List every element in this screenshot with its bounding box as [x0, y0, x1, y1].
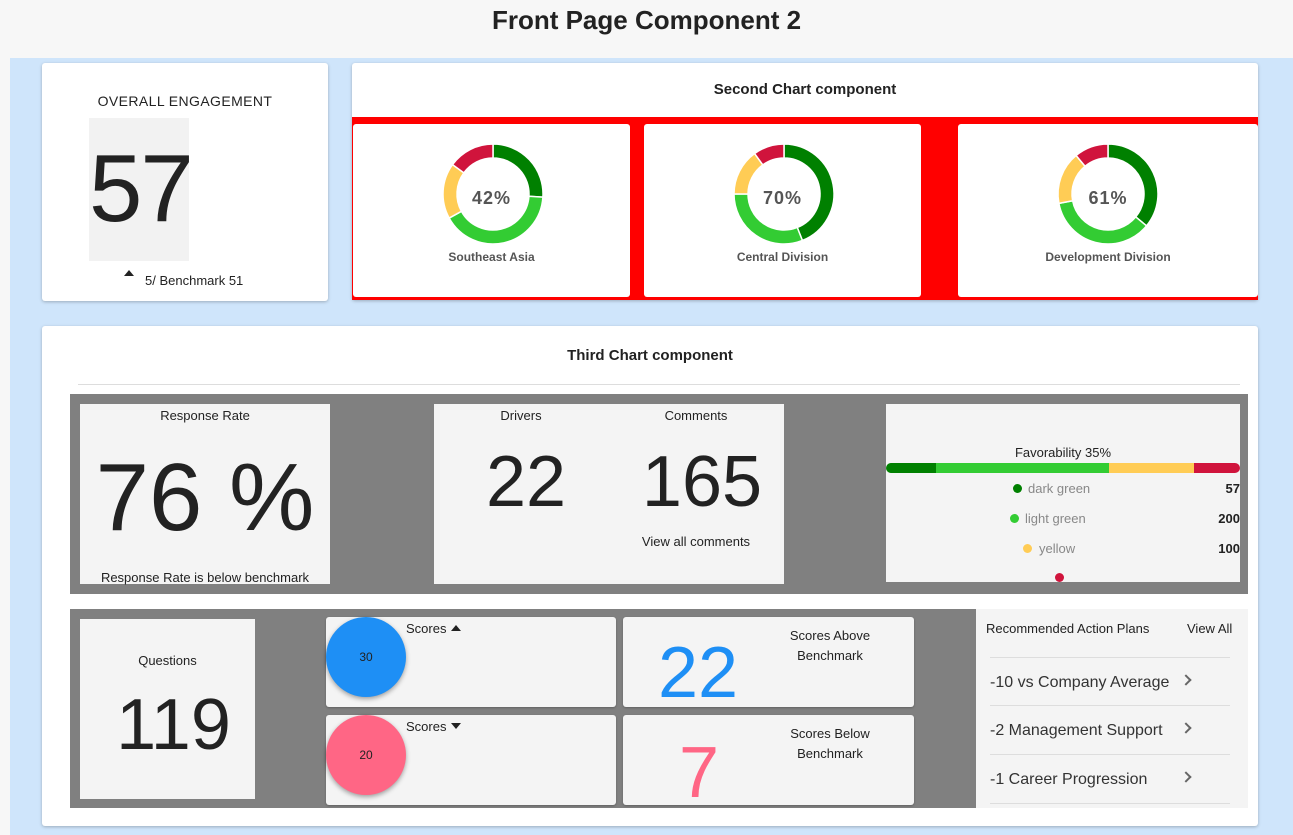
- action-plans-panel: Recommended Action Plans View All -10 vs…: [976, 609, 1248, 808]
- legend-row-yellow: yellow 100: [886, 539, 1240, 559]
- action-plans-title: Recommended Action Plans: [986, 621, 1150, 636]
- caret-down-icon: [451, 723, 462, 729]
- donut-label: Central Division: [736, 250, 829, 264]
- legend-dot: [1013, 484, 1022, 493]
- comments-label: Comments: [664, 408, 728, 423]
- scores-label-text: Scores: [406, 719, 447, 734]
- scores-label-text: Scores: [406, 621, 447, 636]
- action-plan-label: -10 vs Company Average: [990, 674, 1170, 691]
- scores-band: Questions 119 30 Scores 20 Scores Scores…: [70, 609, 976, 809]
- legend-row-dark-green: dark green 57: [886, 479, 1240, 499]
- scores-up-circle: 30: [326, 617, 406, 697]
- engagement-title: OVERALL ENGAGEMENT: [97, 93, 273, 109]
- scores-below-tile[interactable]: Scores Below Benchmark 7: [623, 715, 914, 809]
- donut-label: Southeast Asia: [448, 250, 535, 264]
- donut-label: Development Division: [1045, 250, 1171, 264]
- questions-value: 119: [116, 685, 231, 765]
- favorability-segment-red: [1193, 463, 1240, 473]
- legend-row-red: [886, 568, 1240, 588]
- legend-dot: [1023, 544, 1032, 553]
- favorability-segment-yellow: [1109, 463, 1194, 473]
- scores-above-value: 22: [658, 633, 739, 713]
- second-chart-title: Second Chart component: [713, 81, 897, 98]
- donut-segment-red: [753, 143, 785, 166]
- action-plan-item[interactable]: -2 Management Support: [990, 706, 1230, 755]
- engagement-value: 57: [89, 135, 194, 242]
- drivers-label: Drivers: [500, 408, 542, 423]
- caret-up-icon: [451, 625, 462, 631]
- donut-percent: 42%: [471, 188, 512, 208]
- donut-segment-red: [451, 143, 494, 174]
- scores-below-value: 7: [679, 733, 720, 813]
- chevron-right-icon: [1180, 674, 1192, 686]
- chevron-right-icon: [1180, 771, 1192, 783]
- response-rate-tile: Response Rate 76 % Response Rate is belo…: [80, 404, 330, 585]
- chevron-right-icon: [1180, 722, 1192, 734]
- scores-down-circle: 20: [326, 715, 406, 795]
- legend-value: 100: [1218, 541, 1240, 556]
- legend-dot: [1010, 514, 1019, 523]
- legend-label: light green: [1025, 511, 1086, 526]
- response-rate-value: 76 %: [95, 444, 315, 551]
- donut-segment-red: [1075, 143, 1109, 168]
- donut-chart: [442, 143, 544, 245]
- donut-chart: [1057, 143, 1159, 245]
- favorability-tile: Favorability 35% dark green 57 light gre…: [886, 404, 1240, 582]
- donut-segment-dark-green: [1107, 143, 1159, 227]
- questions-tile: Questions 119: [80, 619, 255, 799]
- legend-label: yellow: [1039, 541, 1076, 556]
- favorability-title: Favorability 35%: [1014, 445, 1112, 460]
- action-plan-item[interactable]: -10 vs Company Average: [990, 657, 1230, 706]
- action-plan-label: -1 Career Progression: [990, 771, 1148, 788]
- favorability-segment-light-green: [935, 463, 1109, 473]
- donut-card-development-division[interactable]: 61% Development Division: [958, 124, 1258, 297]
- donut-card-central-division[interactable]: 70% Central Division: [644, 124, 921, 297]
- engagement-benchmark: 5/ Benchmark 51: [145, 273, 244, 288]
- overall-engagement-card: OVERALL ENGAGEMENT 57 5/ Benchmark 51: [42, 63, 328, 301]
- donut-card-southeast-asia[interactable]: 42% Southeast Asia: [353, 124, 630, 297]
- scores-down-label: Scores: [406, 719, 462, 734]
- metrics-band: Response Rate 76 % Response Rate is belo…: [70, 394, 1248, 594]
- drivers-comments-tile: Drivers 22 Comments 165 View all comment…: [434, 404, 784, 584]
- action-plan-label: -2 Management Support: [990, 722, 1163, 739]
- response-rate-title: Response Rate: [160, 408, 250, 423]
- scores-up-label: Scores: [406, 621, 462, 636]
- divider: [78, 384, 1240, 385]
- legend-value: 200: [1218, 511, 1240, 526]
- legend-dot: [1055, 573, 1064, 582]
- page-title: Front Page Component 2: [0, 0, 1293, 58]
- view-all-comments-link[interactable]: View all comments: [641, 534, 751, 549]
- legend-value: 57: [1225, 481, 1240, 496]
- comments-value: 165: [641, 442, 763, 522]
- scores-up-tile[interactable]: 30 Scores: [326, 617, 616, 707]
- donut-percent: 70%: [762, 188, 803, 208]
- legend-label: dark green: [1028, 481, 1091, 496]
- legend-row-light-green: light green 200: [886, 509, 1240, 529]
- third-chart-card: Third Chart component Response Rate 76 %…: [42, 326, 1258, 826]
- action-plan-item[interactable]: -1 Career Progression: [990, 755, 1230, 804]
- view-all-link[interactable]: View All: [1187, 621, 1233, 636]
- scores-down-tile[interactable]: 20 Scores: [326, 715, 616, 805]
- scores-above-label: Scores Above Benchmark: [789, 628, 871, 663]
- favorability-bar: [886, 463, 1240, 473]
- scores-below-label: Scores Below Benchmark: [790, 726, 870, 761]
- donut-percent: 61%: [1088, 188, 1128, 208]
- caret-up-icon: [124, 270, 134, 276]
- favorability-segment-dark-green: [886, 463, 936, 473]
- engagement-highlight: [89, 118, 189, 261]
- scores-above-tile[interactable]: Scores Above Benchmark 22: [623, 617, 914, 713]
- drivers-value: 22: [485, 442, 567, 522]
- third-chart-title: Third Chart component: [567, 347, 733, 364]
- response-rate-note: Response Rate is below benchmark: [100, 570, 310, 585]
- donut-chart: [733, 143, 835, 245]
- questions-label: Questions: [138, 653, 197, 668]
- second-chart-card: Second Chart component 42% Southeast Asi…: [352, 63, 1258, 300]
